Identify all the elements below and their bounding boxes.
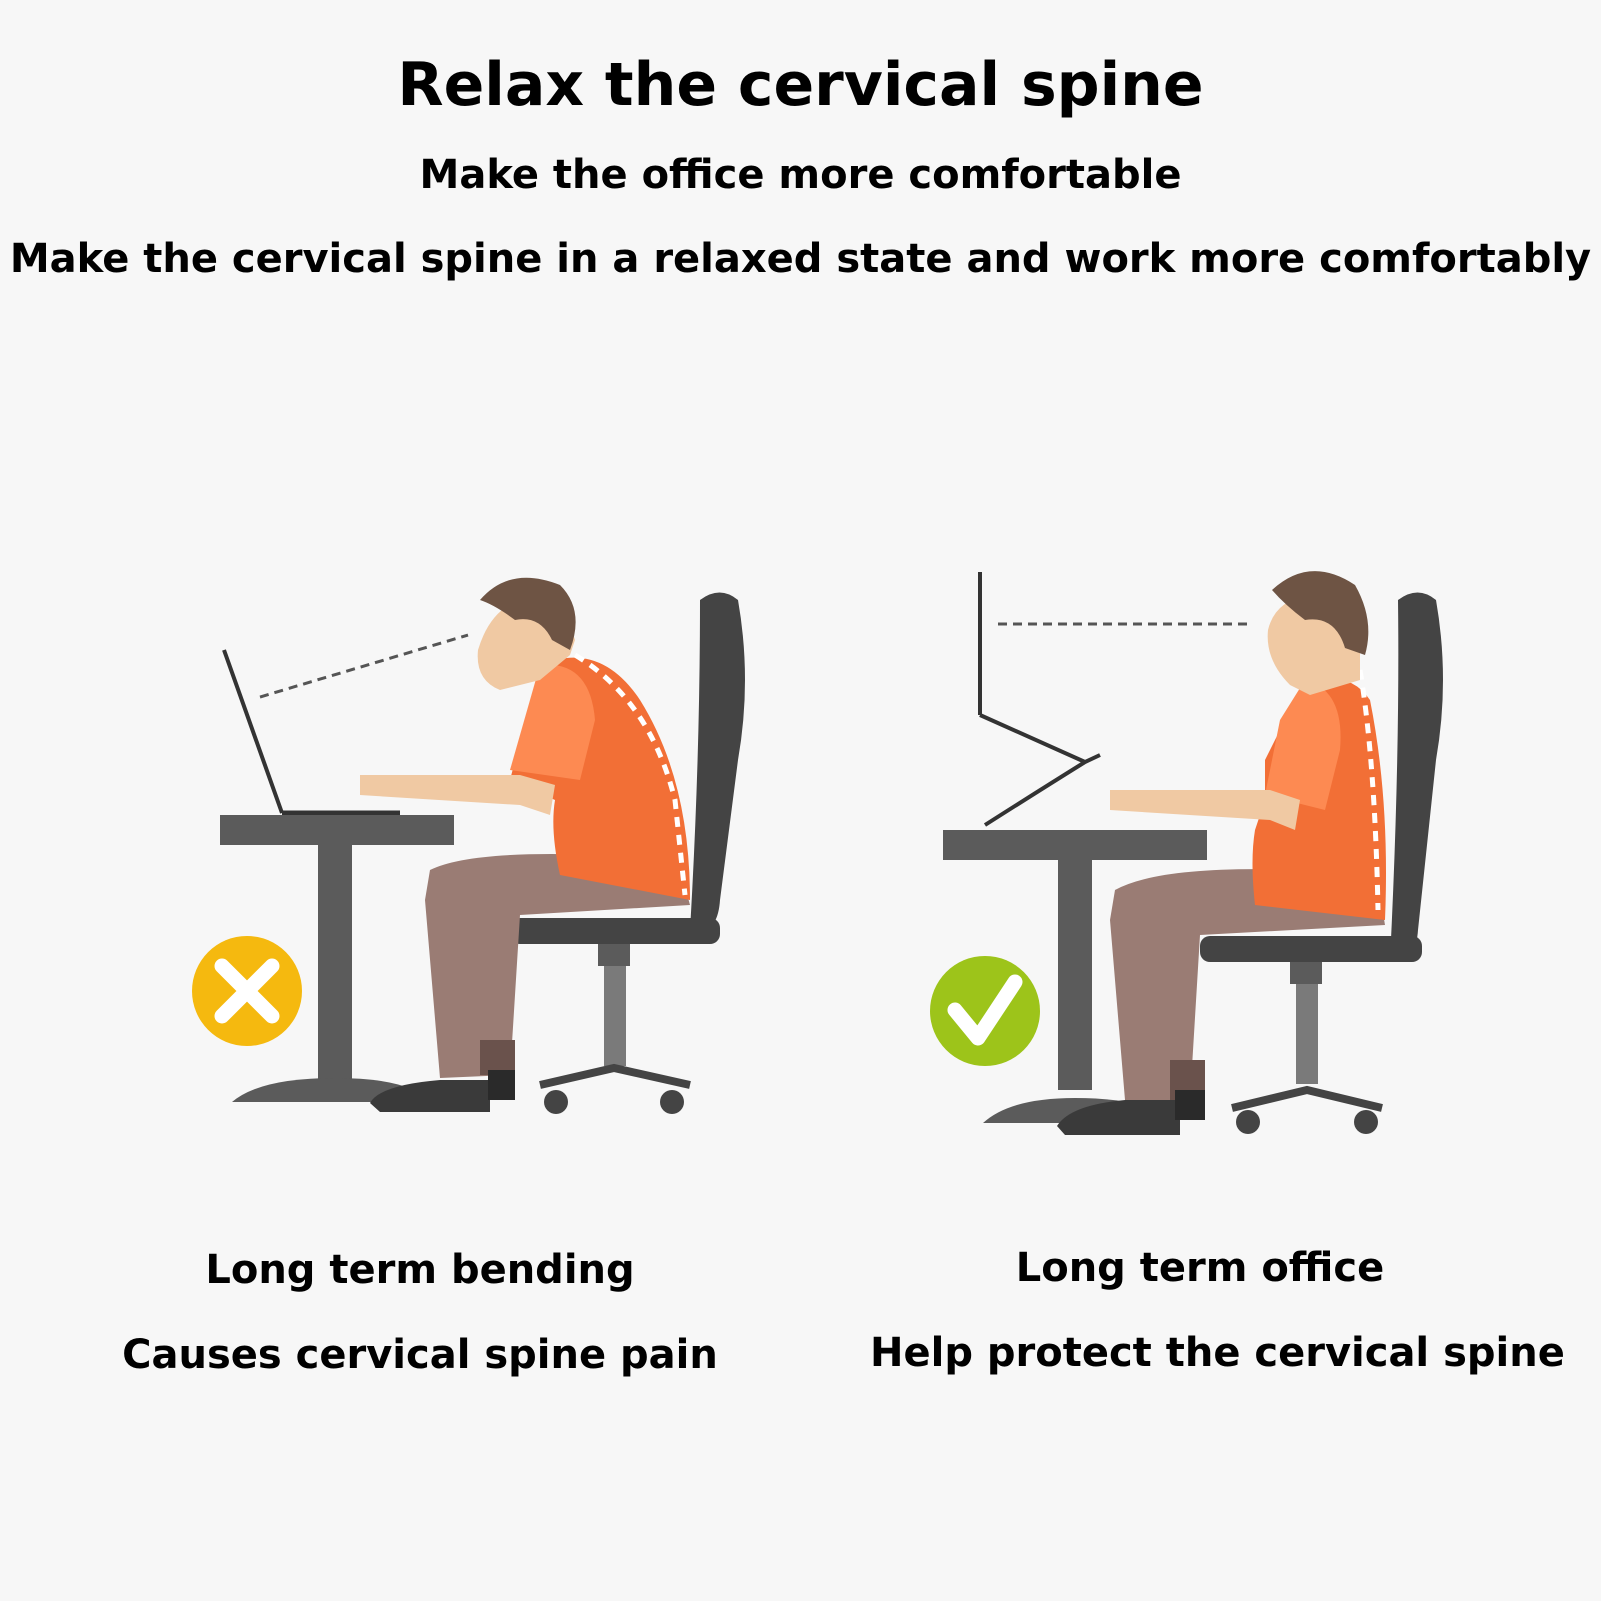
desk-leg: [1058, 860, 1092, 1090]
pants: [425, 854, 690, 1078]
hair: [1272, 571, 1369, 655]
hair: [480, 577, 576, 650]
shoe: [1057, 1100, 1180, 1135]
chair-post: [604, 966, 626, 1066]
desk-top: [220, 815, 454, 845]
subtitle: Make the office more comfortable: [419, 152, 1182, 198]
pants: [1110, 869, 1385, 1100]
chair-seat: [510, 918, 720, 944]
description: Make the cervical spine in a relaxed sta…: [9, 236, 1592, 282]
desk-top: [943, 830, 1207, 860]
sightline: [259, 633, 469, 699]
arm: [1110, 790, 1300, 830]
desk-leg: [318, 845, 352, 1085]
check-icon: [930, 956, 1040, 1066]
chair-seat: [1200, 936, 1422, 962]
shoe: [370, 1080, 490, 1112]
spine-curve: [573, 652, 688, 896]
chair-back: [1390, 592, 1443, 960]
page-title: Relax the cervical spine: [397, 50, 1204, 120]
bad-caption-line2: Causes cervical spine pain: [122, 1332, 718, 1378]
good-caption-line1: Long term office: [1015, 1245, 1385, 1291]
bad-caption-line1: Long term bending: [205, 1247, 635, 1293]
laptop-stand: [979, 713, 1101, 827]
good-posture-scene: [930, 571, 1443, 1135]
spine-straight: [1357, 669, 1381, 911]
chair-post: [1296, 984, 1318, 1084]
arm: [360, 775, 555, 815]
laptop-screen: [222, 649, 284, 814]
good-caption-line2: Help protect the cervical spine: [870, 1330, 1565, 1376]
chair-back: [690, 592, 745, 930]
bad-posture-scene: [192, 577, 745, 1114]
